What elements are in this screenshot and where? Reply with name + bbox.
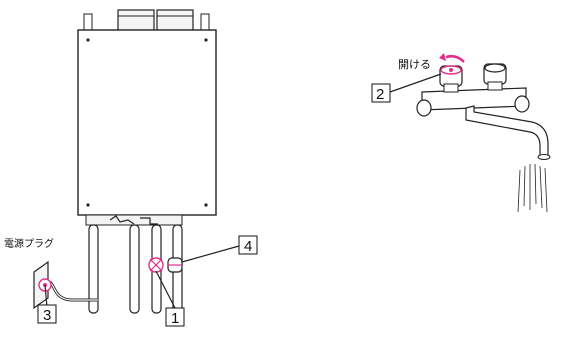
open-arrow-icon (445, 54, 465, 63)
exhaust-duct-right (156, 9, 194, 33)
callout-number-2: 2 (376, 86, 384, 103)
water-stream (517, 163, 548, 213)
callout-number-3: 3 (43, 307, 51, 324)
faucet-knob-right (483, 63, 507, 91)
callout-box-1 (165, 307, 185, 327)
open-label: 開ける (398, 58, 431, 71)
faucet-knob-left (439, 65, 463, 93)
faucet (416, 63, 551, 160)
heater-body (77, 29, 217, 216)
valve-1 (148, 257, 164, 273)
callout-number-1: 1 (171, 310, 179, 327)
callout-number-4: 4 (244, 238, 252, 255)
valve-4 (167, 257, 183, 273)
callout-box-4 (238, 235, 258, 255)
plug-label: 電源プラグ (4, 237, 54, 250)
exhaust-duct-left (117, 9, 155, 33)
pipe-2 (129, 224, 140, 314)
callout-box-2 (371, 83, 391, 103)
wall-outlet (33, 260, 52, 310)
water-heater-unit (77, 9, 217, 226)
callout-box-3 (37, 304, 57, 324)
pipe-1 (88, 224, 99, 314)
